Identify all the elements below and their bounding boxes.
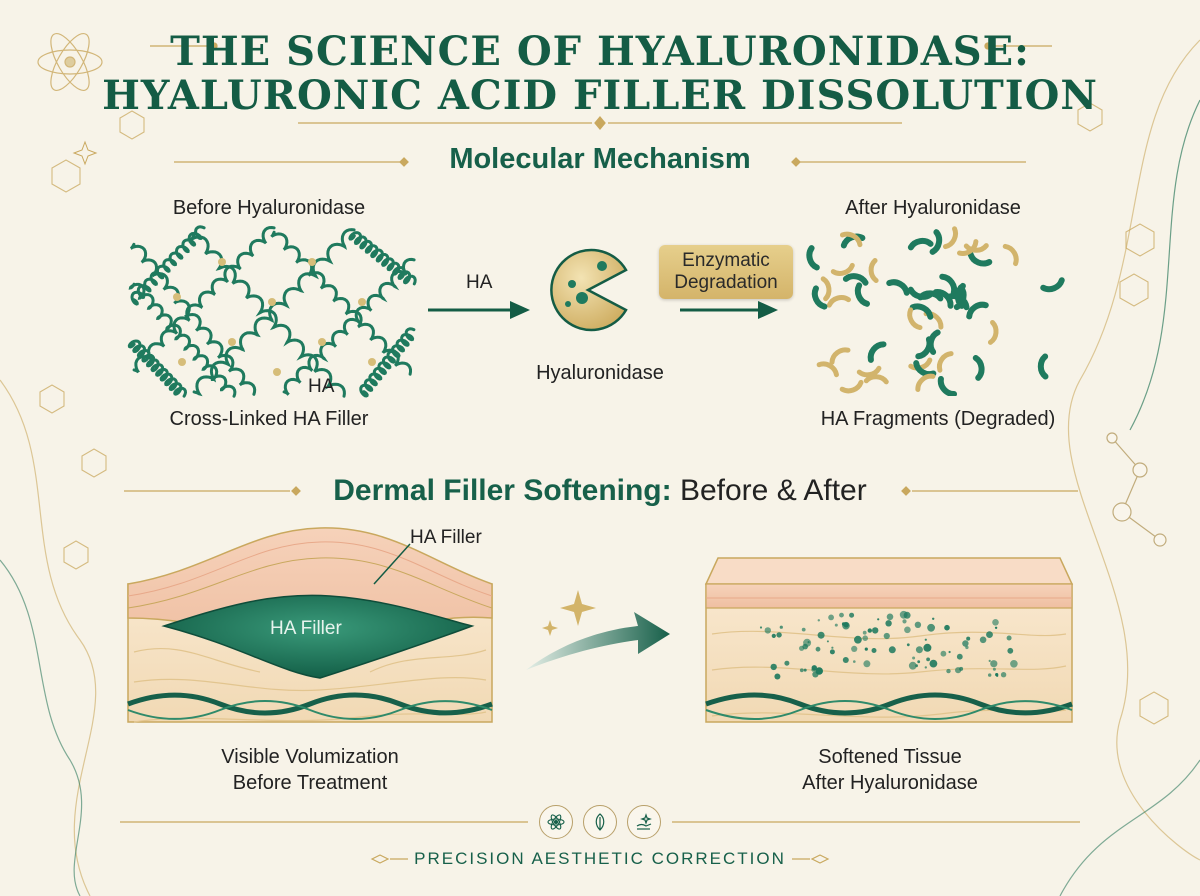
after-caption-line-1: Softened Tissue	[818, 746, 962, 768]
after-hyaluronidase-title: After Hyaluronidase	[845, 197, 1021, 219]
cross-linked-caption: Cross-Linked HA Filler	[169, 408, 369, 430]
dermal-heading-light: Before & After	[679, 474, 867, 507]
before-caption-line-2: Before Treatment	[232, 772, 388, 794]
hyaluronidase-label: Hyaluronidase	[536, 362, 664, 384]
footer-tagline: PRECISION AESTHETIC CORRECTION	[414, 849, 786, 868]
badge-line-2: Degradation	[674, 272, 778, 293]
before-skin-cross-section	[127, 527, 493, 723]
molecular-heading: Molecular Mechanism	[449, 143, 751, 175]
leaf-icon	[583, 805, 617, 839]
hyaluronidase-enzyme-icon	[550, 248, 628, 332]
dermal-heading-bold: Dermal Filler Softening:	[333, 474, 672, 507]
cross-linked-ha-network	[127, 225, 417, 398]
before-caption-line-1: Visible Volumization	[221, 746, 399, 768]
degradation-arrow-icon	[680, 301, 778, 319]
ha-filler-callout-label: HA Filler	[410, 527, 482, 548]
ha-fragments-caption: HA Fragments (Degraded)	[820, 408, 1056, 430]
dermal-heading: Dermal Filler Softening: Before & After	[0, 474, 1200, 508]
transition-arrow-icon	[526, 590, 670, 670]
after-caption-line-2: After Hyaluronidase	[802, 772, 978, 794]
badge-line-1: Enzymatic	[682, 250, 770, 271]
ha-arrow-icon	[428, 301, 530, 319]
title-line-1: THE SCIENCE OF HYALURONIDASE:	[170, 28, 1030, 75]
atom-icon	[539, 805, 573, 839]
ha-filler-blob-label: HA Filler	[270, 618, 342, 639]
ha-fragments	[806, 226, 1065, 396]
ha-inline-label: HA	[308, 376, 335, 397]
arrow-ha-label: HA	[466, 272, 493, 293]
title-line-2: HYALURONIC ACID FILLER DISSOLUTION	[102, 72, 1098, 119]
hand-sparkle-icon	[627, 805, 661, 839]
enzymatic-degradation-badge: Enzymatic Degradation	[659, 245, 793, 299]
after-skin-cross-section	[704, 557, 1074, 723]
atom-decoration-icon	[37, 33, 103, 91]
before-hyaluronidase-title: Before Hyaluronidase	[172, 197, 366, 219]
